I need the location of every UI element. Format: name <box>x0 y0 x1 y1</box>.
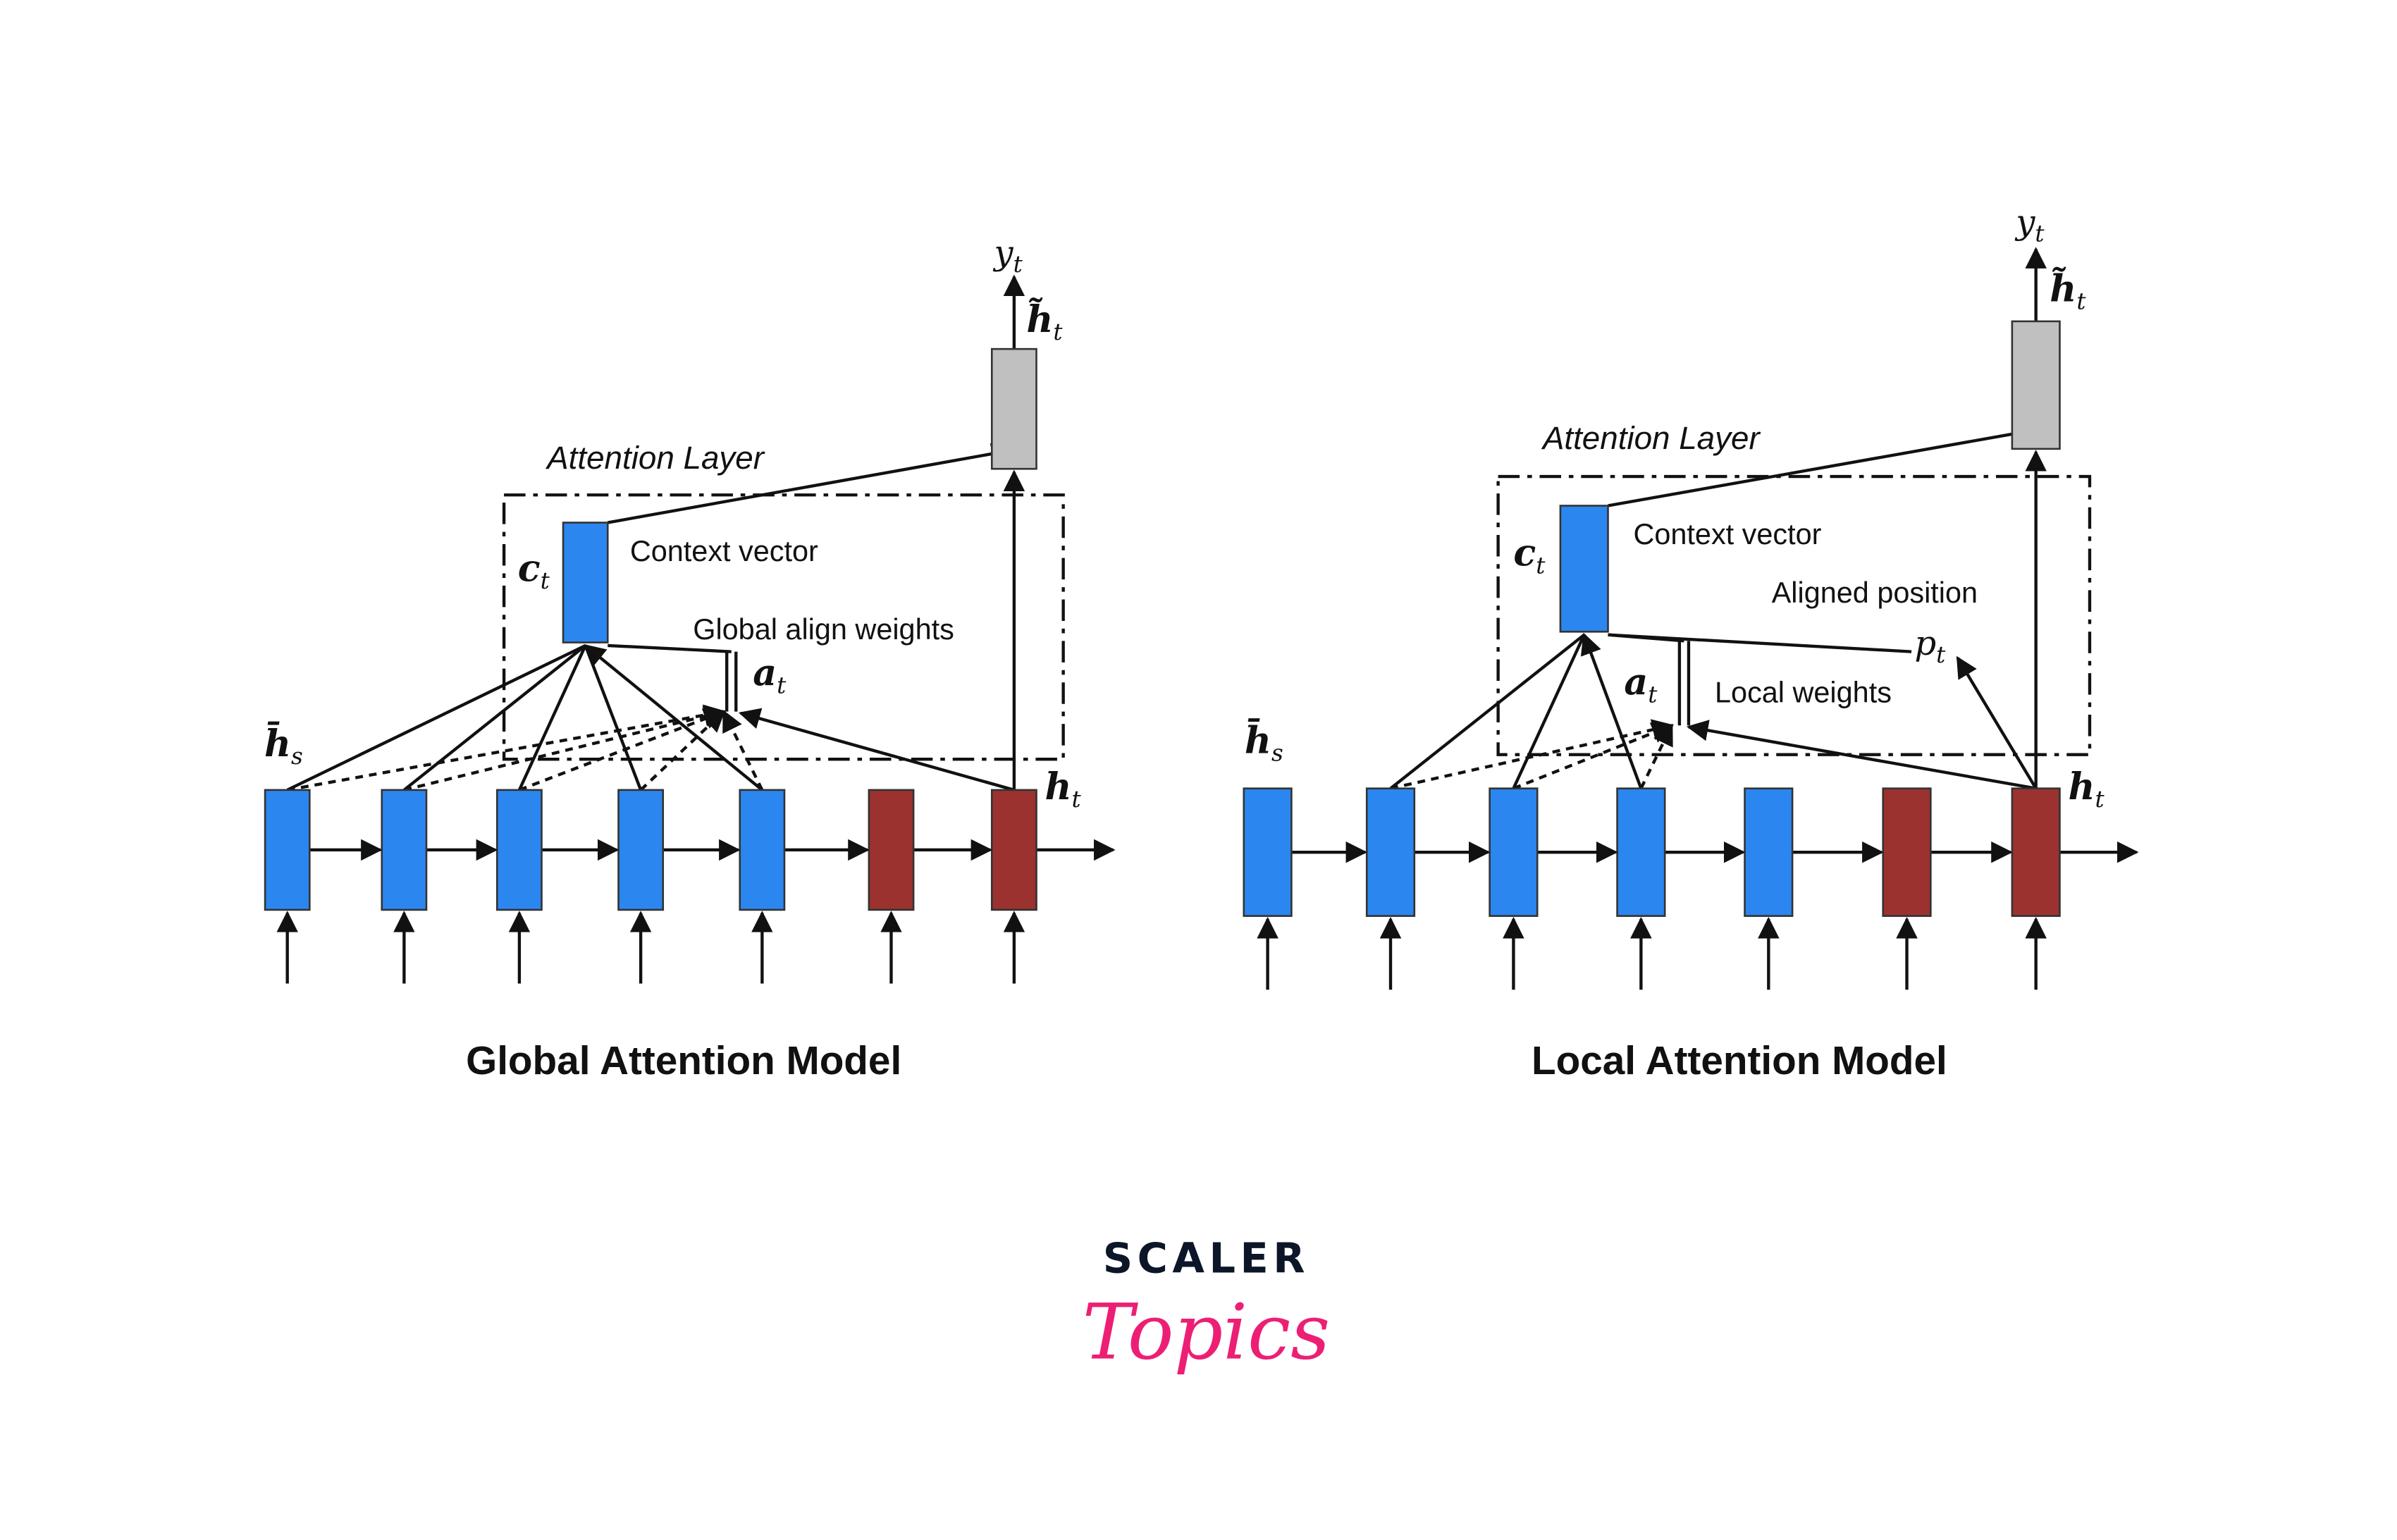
logo-topics: Topics <box>1083 1287 1330 1376</box>
context-weight-line <box>1580 632 1643 789</box>
context-weight-line <box>584 643 763 791</box>
context-weight-line <box>584 645 643 791</box>
encoder-state-box <box>739 789 786 911</box>
ht-to-align-arrow <box>1686 720 2037 790</box>
c-label: ct <box>518 547 550 594</box>
aligned-position-label: Aligned position <box>1772 577 1978 609</box>
context-weight-line <box>1512 634 1586 789</box>
encoder-state-box <box>1365 787 1416 917</box>
decoder-state-box <box>990 789 1037 911</box>
h-s-label: h̄s <box>1245 718 1283 766</box>
attentional-hidden-box <box>990 347 1037 470</box>
align-weights-label: Global align weights <box>693 613 954 646</box>
context-vector-label: Context vector <box>1633 518 1821 550</box>
a-label: at <box>753 652 787 699</box>
encoder-state-box <box>617 789 665 911</box>
encoder-state-box <box>264 789 311 911</box>
context-weight-line <box>286 643 586 791</box>
h-tilde-label: h̃t <box>2050 267 2086 314</box>
y-label: yt <box>2014 203 2045 247</box>
context-weight-line <box>403 644 586 791</box>
scaler-topics-logo: SCALER Topics <box>1083 1233 1330 1376</box>
local-attention-diagram: Attention Layer Context vector Aligned p… <box>1243 203 2139 1083</box>
attentional-hidden-box <box>2011 320 2061 450</box>
encoder-state-box <box>1744 787 1794 917</box>
encoder-state-box <box>495 789 543 911</box>
context-weight-line <box>517 645 587 791</box>
context-vector-box <box>1559 505 1609 633</box>
align-dashed-line <box>519 708 726 791</box>
decoder-state-box <box>868 789 915 911</box>
decoder-state-box <box>2011 787 2061 917</box>
align-dashed-line <box>722 709 764 791</box>
global-attention-diagram: Attention Layer Context vector Global al… <box>264 233 1116 1083</box>
align-dashed-line <box>287 704 726 791</box>
ht-to-align-arrow <box>738 708 1015 791</box>
h-t-label: ht <box>1045 765 1081 813</box>
attention-layer-label: Attention Layer <box>1541 420 1761 456</box>
p-label: pt <box>1914 624 1946 668</box>
context-weight-line <box>1389 633 1586 790</box>
context-vector-label: Context vector <box>630 535 818 567</box>
encoder-state-box <box>1616 787 1666 917</box>
h-s-label: h̄s <box>264 721 303 769</box>
align-dashed-line <box>639 710 726 791</box>
local-weights-label: Local weights <box>1715 677 1892 709</box>
decoder-state-box <box>1882 787 1932 917</box>
local-title: Local Attention Model <box>1532 1039 1947 1083</box>
context-to-output-arrow <box>1608 423 2035 507</box>
attention-layer-label: Attention Layer <box>545 440 765 476</box>
encoder-state-box <box>381 789 428 911</box>
global-title: Global Attention Model <box>466 1039 901 1083</box>
attention-layer-box <box>1496 474 2092 756</box>
ht-to-pt-arrow <box>1956 655 2038 789</box>
h-tilde-label: h̃t <box>1026 298 1063 345</box>
y-label: yt <box>993 233 1023 278</box>
context-to-output-arrow <box>607 443 1013 524</box>
attention-layer-box <box>502 493 1065 761</box>
align-dashed-line <box>1512 722 1674 790</box>
c-label: ct <box>1513 532 1546 579</box>
align-weights-line <box>1608 633 1684 643</box>
encoder-state-box <box>1243 787 1293 917</box>
encoder-state-box <box>1489 787 1539 917</box>
a-label: at <box>1624 661 1658 708</box>
logo-scaler: SCALER <box>1103 1233 1310 1282</box>
context-vector-box <box>562 522 609 643</box>
align-weights-line <box>608 643 732 653</box>
h-t-label: ht <box>2068 765 2105 813</box>
align-dashed-line <box>1390 719 1674 790</box>
